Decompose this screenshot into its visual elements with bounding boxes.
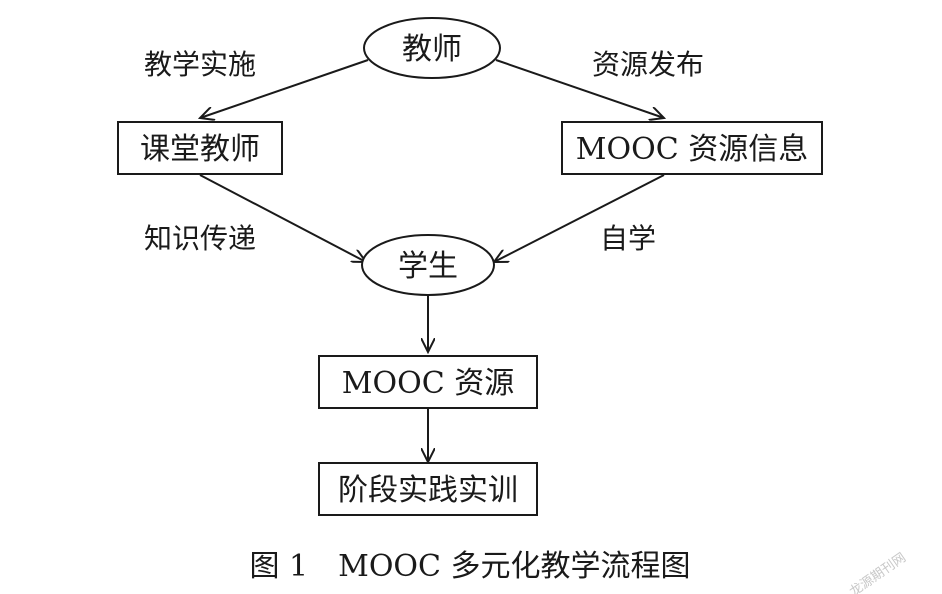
- node-mooc-resource: MOOC 资源: [318, 355, 538, 409]
- edge-classroom-to-student: [199, 174, 366, 262]
- node-mooc-resource-label: MOOC 资源: [342, 366, 514, 401]
- node-teacher: 教师: [363, 17, 501, 79]
- edge-label-knowledge-transfer: 知识传递: [144, 222, 256, 255]
- node-classroom-teacher: 课堂教师: [117, 121, 283, 175]
- node-mooc-resource-info: MOOC 资源信息: [561, 121, 823, 175]
- node-practice-training-label: 阶段实践实训: [338, 473, 518, 508]
- edge-teacher-to-mooc-info: [495, 59, 664, 118]
- node-student-label: 学生: [398, 249, 458, 284]
- edge-teacher-to-classroom: [200, 59, 369, 118]
- edge-mooc-info-to-student: [494, 174, 665, 262]
- node-student: 学生: [361, 234, 495, 296]
- edge-label-resource-release: 资源发布: [592, 48, 704, 81]
- node-mooc-resource-info-label: MOOC 资源信息: [576, 132, 808, 167]
- node-practice-training: 阶段实践实训: [318, 462, 538, 516]
- figure-caption: 图 1 MOOC 多元化教学流程图: [249, 549, 690, 584]
- edge-label-teaching-implementation: 教学实施: [144, 48, 256, 81]
- node-teacher-label: 教师: [402, 32, 462, 67]
- edge-label-self-study: 自学: [600, 222, 656, 255]
- node-classroom-teacher-label: 课堂教师: [140, 132, 260, 167]
- watermark: 龙源期刊网: [847, 550, 909, 594]
